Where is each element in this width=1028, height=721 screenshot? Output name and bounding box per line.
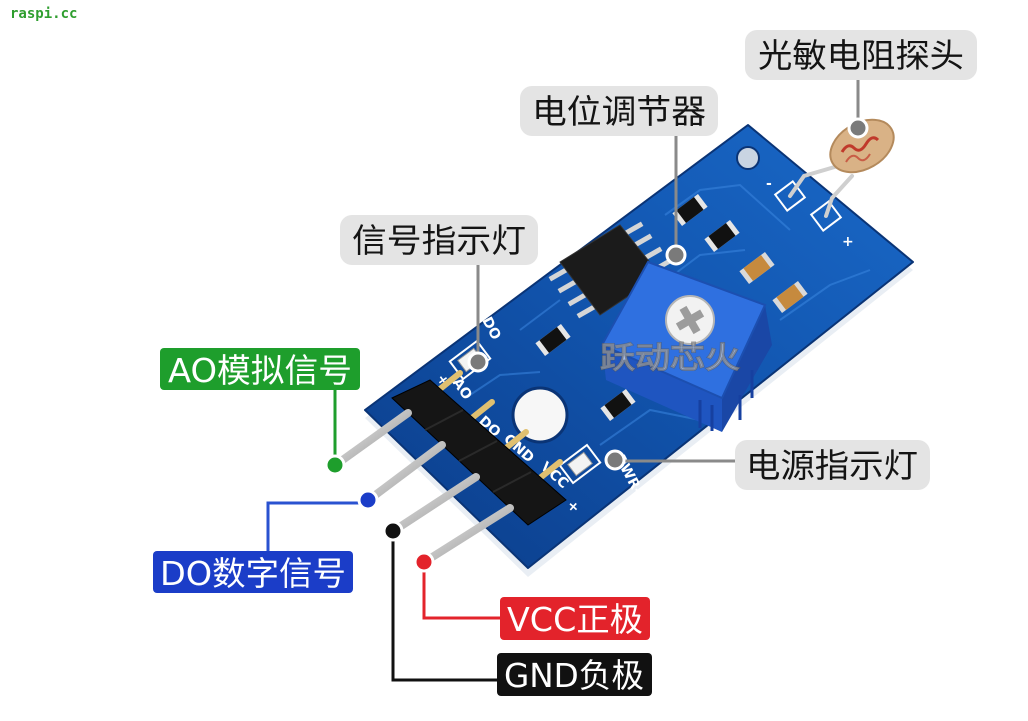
power-led bbox=[558, 443, 602, 485]
callout-dot-ao bbox=[324, 454, 346, 476]
smd-capacitor bbox=[739, 251, 775, 285]
callout-dot-gnd bbox=[382, 520, 404, 542]
label-gnd-text: GND负极 bbox=[504, 656, 644, 695]
label-do-text: DO数字信号 bbox=[160, 554, 346, 593]
label-power-led-text: 电源指示灯 bbox=[746, 446, 918, 485]
label-photoresistor: 光敏电阻探头 bbox=[745, 30, 977, 80]
site-watermark: raspi.cc bbox=[10, 6, 77, 22]
smd-resistor bbox=[600, 388, 636, 422]
callout-dot-power-led bbox=[604, 449, 626, 471]
silk-minus: - bbox=[766, 176, 772, 192]
callout-line-do bbox=[266, 501, 360, 551]
pin-ao bbox=[333, 409, 412, 468]
smd-capacitor bbox=[772, 280, 808, 314]
callout-line-gnd bbox=[391, 538, 497, 682]
pin-vcc bbox=[422, 504, 514, 565]
callout-dots bbox=[324, 117, 869, 573]
silk-plus: + bbox=[842, 234, 854, 250]
pin-header-housing bbox=[391, 379, 567, 526]
callout-dot-do bbox=[357, 489, 379, 511]
callout-dot-potentiometer bbox=[665, 244, 687, 266]
label-do: DO数字信号 bbox=[153, 551, 353, 593]
photoresistor-pad bbox=[773, 179, 807, 213]
board-watermark: 跃动芯火 bbox=[600, 341, 740, 376]
comparator-chip bbox=[548, 221, 672, 319]
pin-header bbox=[333, 370, 567, 565]
callout-line-vcc bbox=[422, 569, 500, 620]
callout-dot-photoresistor bbox=[847, 117, 869, 139]
pin-do bbox=[366, 441, 446, 503]
label-power-led: 电源指示灯 bbox=[735, 440, 930, 490]
pin-gnd bbox=[391, 473, 480, 534]
photoresistor bbox=[773, 118, 895, 233]
callout-dot-signal-led bbox=[467, 351, 489, 373]
photoresistor-pad bbox=[809, 199, 843, 233]
mounting-hole-top bbox=[736, 146, 760, 170]
potentiometer bbox=[600, 260, 772, 432]
mounting-hole-center bbox=[511, 386, 569, 444]
callout-dot-vcc bbox=[413, 551, 435, 573]
label-ao: AO模拟信号 bbox=[160, 348, 360, 390]
label-signal-led-text: 信号指示灯 bbox=[352, 221, 526, 260]
label-photoresistor-text: 光敏电阻探头 bbox=[758, 36, 964, 75]
label-vcc-text: VCC正极 bbox=[507, 600, 643, 639]
label-signal-led: 信号指示灯 bbox=[340, 215, 538, 265]
label-vcc: VCC正极 bbox=[500, 597, 650, 640]
label-ao-text: AO模拟信号 bbox=[168, 351, 352, 390]
smd-resistor bbox=[672, 193, 708, 227]
label-potentiometer: 电位调节器 bbox=[520, 86, 718, 136]
label-gnd: GND负极 bbox=[497, 653, 652, 696]
label-potentiometer-text: 电位调节器 bbox=[532, 92, 706, 131]
potentiometer-adjuster bbox=[665, 295, 715, 345]
smd-resistor bbox=[704, 219, 740, 253]
callout-lines bbox=[266, 80, 860, 682]
smd-resistor bbox=[535, 323, 571, 357]
